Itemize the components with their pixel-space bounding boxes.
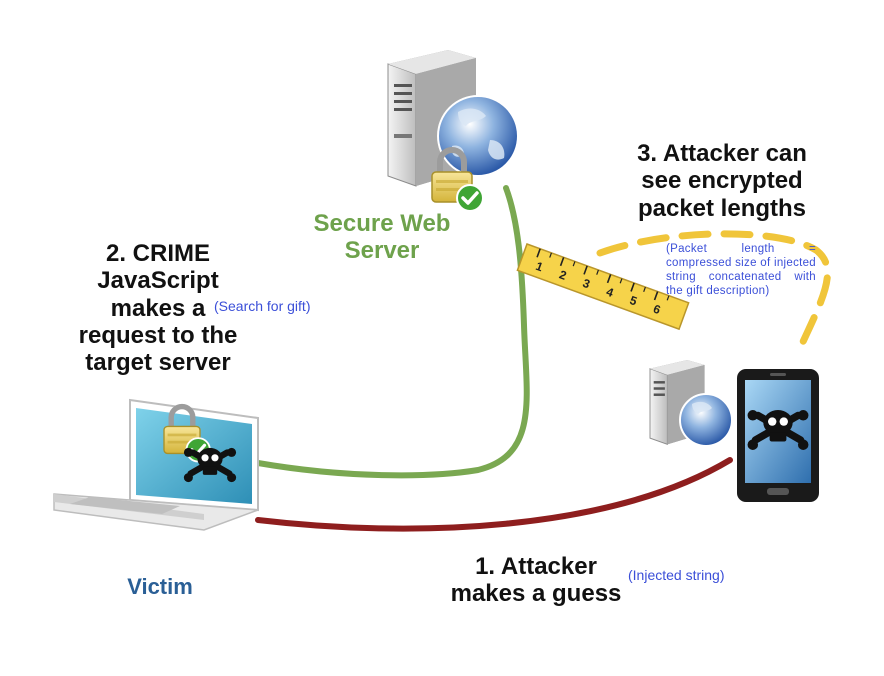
server-label: Secure Web Server: [313, 210, 451, 265]
ruler-tick: [536, 248, 541, 258]
step-3-label: 3. Attacker can see encrypted packet len…: [637, 140, 807, 222]
ruler-number: 4: [604, 285, 615, 301]
laptop-icon: [53, 398, 259, 531]
ruler-tick: [583, 265, 588, 275]
ruler-tick: [653, 291, 659, 301]
ruler-number: 5: [628, 293, 639, 309]
globe-icon: [679, 393, 733, 447]
ruler-tick: [606, 274, 612, 284]
ruler-half-tick: [596, 269, 599, 275]
ruler-half-tick: [666, 295, 670, 301]
ruler-half-tick: [549, 252, 552, 258]
step-2-label: 2. CRIME JavaScript makes a request to t…: [78, 240, 238, 377]
ruler-number: 3: [581, 276, 592, 292]
ruler-half-tick: [643, 286, 646, 292]
packet-length-note: (Packet length = compressed size of inje…: [666, 243, 817, 298]
step-1-label: 1. Attacker makes a guess: [450, 553, 622, 608]
ruler-number: 1: [534, 259, 545, 275]
request-path-line: [255, 185, 530, 479]
ruler-number: 6: [651, 302, 662, 318]
ruler-half-tick: [619, 278, 623, 284]
globe-icon: [437, 95, 519, 177]
injected-note: (Injected string): [628, 567, 725, 583]
ruler-tick: [630, 282, 635, 292]
packet-observation-dashed-line: [596, 230, 831, 348]
ruler-number: 2: [557, 267, 568, 283]
guess-path-line: [255, 457, 733, 532]
victim-label: Victim: [127, 574, 193, 599]
ruler-half-tick: [572, 261, 576, 267]
ruler-tick: [559, 257, 565, 267]
search-note: (Search for gift): [214, 298, 311, 314]
